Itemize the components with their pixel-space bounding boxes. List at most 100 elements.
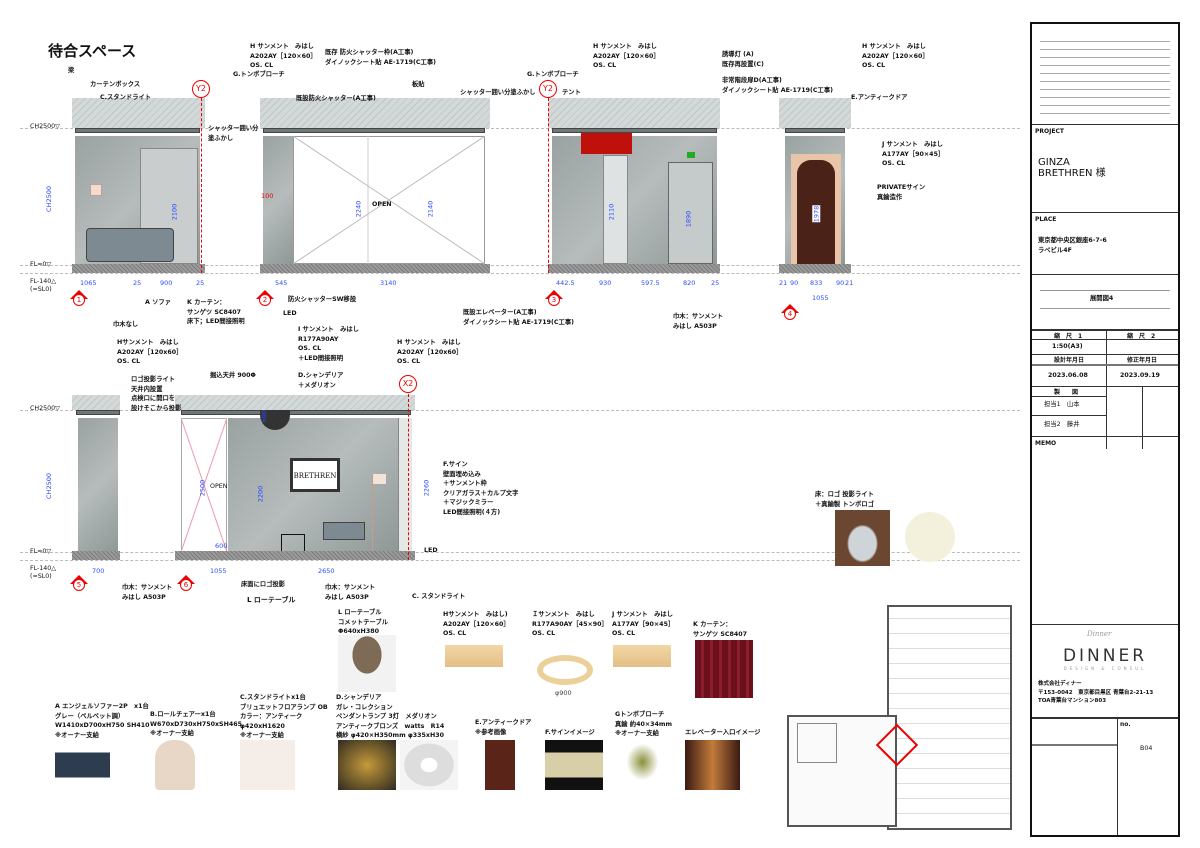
- label-board: 板貼: [412, 81, 425, 88]
- elevation-marker-4[interactable]: 4: [784, 308, 796, 320]
- stand-light-icon: [372, 474, 386, 552]
- label-molding-h: H サンメント みはし A202AY［120×60］ OS. CL: [862, 43, 929, 69]
- grid-y2: Y2: [192, 80, 210, 98]
- molding-h-photo: [445, 645, 503, 667]
- label-brooch: G.トンボブローチ: [527, 71, 579, 78]
- fl-level: FL=0▽: [30, 261, 52, 268]
- revise-date-label: 修正年月日: [1127, 357, 1158, 364]
- project-label: PROJECT: [1035, 128, 1064, 135]
- label-stand-light: C.スタンドライト: [100, 94, 152, 101]
- label-no-baseboard: 巾木なし: [113, 321, 139, 328]
- label-molding-h: H サンメント みはし A202AY［120x60］ OS. CL: [397, 339, 463, 365]
- dim: 900: [160, 279, 173, 287]
- brethren-logo-image: [905, 512, 955, 562]
- label-chandelier: D.シャンデリア ＋メダリオン: [298, 372, 344, 389]
- dim: 90: [836, 279, 845, 287]
- dim: 3140: [380, 279, 397, 287]
- label-sofa: A ソファ: [145, 299, 171, 306]
- chandelier-photo: [338, 740, 396, 790]
- sofa-icon: [86, 228, 174, 262]
- label-shutter-cover: シャッター囲い分塗ふかし: [460, 89, 536, 96]
- sign-photo: [545, 740, 603, 790]
- drawing-number: B04: [1140, 745, 1153, 752]
- floor-line: [20, 552, 1020, 553]
- label-molding-h: H サンメント みはし A202AY［120×60］ OS. CL: [593, 43, 660, 69]
- chair-photo: [155, 740, 195, 790]
- no-label: no.: [1120, 721, 1131, 728]
- label-baseboard: 巾木：サンメント みはし A503P: [325, 584, 376, 601]
- slab-line: [20, 560, 1020, 561]
- label-stand-light: C. スタンドライト: [412, 593, 466, 600]
- scale1-value: 1:50(A3): [1052, 343, 1083, 350]
- label-tent: テント: [562, 89, 581, 96]
- elevation-marker-2[interactable]: 2: [259, 294, 271, 306]
- medallion-photo: [400, 740, 458, 790]
- dim: 2200: [256, 485, 265, 503]
- label-floor-projection: 床：ロゴ 投影ライト ＋真鍮製 トンボロゴ: [815, 491, 874, 508]
- low-table-icon: [281, 534, 305, 552]
- curtain-photo: [695, 640, 753, 698]
- label-exit-light: 誘導灯 (A) 既存再設置(C): [722, 51, 764, 68]
- title-block: PROJECT GINZA BRETHREN 様 PLACE 東京都中央区銀座6…: [1030, 22, 1180, 837]
- dim: 25: [133, 279, 142, 287]
- project-name: GINZA BRETHREN 様: [1038, 157, 1106, 179]
- page-title: 待合スペース: [48, 42, 137, 60]
- label-shutter-cover: シャッター囲い分 塗ふかし: [208, 125, 259, 142]
- label-private-sign: PRIVATEサイン 真鍮造作: [877, 184, 926, 201]
- logo-subtitle: DESIGN & CONSUL: [1063, 666, 1147, 671]
- label-shutter-frame: 既存 防火シャッター枠(A工事) ダイノックシート貼 AE-1719(C工事): [325, 49, 437, 66]
- label-shutter-switch: 防火シャッターSW移設: [288, 296, 357, 303]
- dim: 100: [261, 192, 274, 200]
- dim: 21: [779, 279, 788, 287]
- molding-j-photo: [613, 645, 671, 667]
- elevation-marker-5[interactable]: 5: [73, 579, 85, 591]
- molding-i-photo: [537, 655, 593, 685]
- design-date-label: 設計年月日: [1054, 357, 1085, 364]
- dim: 700: [92, 567, 105, 575]
- catalog-curtain-label: K カーテン： サンゲツ SC8407: [693, 621, 748, 638]
- label-curtain-box: カーテンボックス: [90, 81, 141, 88]
- label-curtain: K カーテン： サンゲツ SC8407 床下；LED間接照明: [187, 299, 245, 325]
- dim: 1055: [210, 567, 227, 575]
- place-value: 東京都中央区銀座6-7-6 ラペビル4F: [1038, 237, 1107, 254]
- elevation-marker-1[interactable]: 1: [73, 294, 85, 306]
- dim: CH2500: [44, 473, 53, 499]
- person1: 担当1 山本: [1044, 401, 1080, 408]
- catalog-sign-label: F.サインイメージ: [545, 729, 595, 736]
- label-recessed-ceiling: 掘込天井 900Φ: [210, 372, 256, 379]
- exit-sign-icon: [687, 152, 695, 158]
- dim: 1065: [80, 279, 97, 287]
- person2: 担当2 藤井: [1044, 421, 1080, 428]
- ch-level: CH2500▽: [30, 405, 60, 412]
- ceiling-line: [20, 410, 1020, 411]
- lamp-icon: [90, 184, 102, 196]
- elevation-marker-3[interactable]: 3: [548, 294, 560, 306]
- label-open: OPEN: [210, 483, 228, 490]
- dim: 930: [599, 279, 612, 287]
- dim: 2100: [170, 203, 179, 221]
- label-elevator: 既設エレベーター(A工事) ダイノックシート貼 AE-1719(C工事): [463, 309, 575, 326]
- company-logo: DINNER: [1062, 646, 1148, 666]
- label-molding-j: J サンメント みはし A177AY［90×45］ OS. CL: [882, 141, 945, 167]
- dim: 1978: [812, 205, 821, 223]
- catalog-chair-label: B.ロールチェアーx1台 W670xD730xH750xSH465 ※オーナー支…: [150, 711, 243, 737]
- dim: 600: [215, 542, 228, 550]
- sl-level: FL-140△ (=SL0): [30, 278, 57, 293]
- dim: 21: [845, 279, 854, 287]
- dim: 545: [275, 279, 288, 287]
- dim: 597.5: [641, 279, 660, 287]
- label-beam: 梁: [68, 67, 75, 74]
- label-fire-shutter: 既設防火シャッター(A工事): [296, 95, 376, 102]
- ceiling-line: [20, 128, 1020, 129]
- catalog-brooch-label: Gトンボブローチ 真鍮 約40×34mm ※オーナー支給: [615, 711, 673, 737]
- catalog-sofa-label: A エンジェルソファー2P x1台 グレー（ベルベット調） W1410xD700…: [55, 703, 150, 739]
- dim: 2260: [422, 479, 431, 497]
- dim: 90: [790, 279, 799, 287]
- company-address: 株式会社ディナー 〒153-0042 東京都目黒区 青葉台2-21-13 TOA…: [1038, 681, 1154, 704]
- dim: 820: [683, 279, 696, 287]
- logo-script: Dinner: [1087, 630, 1112, 638]
- catalog-stand-light-label: C.スタンドライトx1台 ブリュエットフロアランプ OB カラー：アンティーク …: [240, 694, 328, 739]
- scale1-label: 縮 尺 1: [1054, 333, 1083, 340]
- elevation-marker-6[interactable]: 6: [180, 579, 192, 591]
- catalog-molding-h-label: Hサンメント みはし) A202AY［120×60］ OS. CL: [443, 611, 510, 637]
